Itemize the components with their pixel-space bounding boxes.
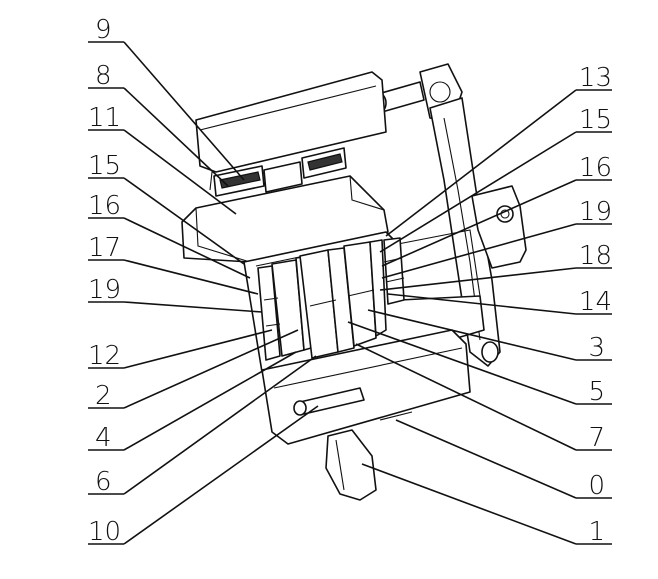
- callout-8: 8: [95, 61, 112, 91]
- callout-16-left: 16: [88, 191, 121, 221]
- clamp-shoes: [213, 147, 347, 197]
- callout-11: 11: [88, 103, 121, 133]
- callout-4: 4: [95, 423, 112, 453]
- callout-5: 5: [588, 377, 605, 407]
- callout-13: 13: [579, 63, 612, 93]
- bottom-wheel: [325, 429, 377, 501]
- central-blocks: [299, 239, 387, 359]
- leader-lines: [88, 41, 612, 545]
- callout-16-right: 16: [579, 153, 612, 183]
- callout-12: 12: [88, 341, 121, 371]
- right-bracket: [471, 185, 527, 269]
- callout-10: 10: [88, 517, 121, 547]
- callout-6: 6: [95, 467, 112, 497]
- callout-1: 1: [588, 517, 605, 547]
- left-plates: [257, 255, 319, 361]
- callout-labels: 9 8 11 15 16 17 19 12 2 4 6 10 13 15 16 …: [88, 15, 612, 547]
- callout-19-left: 19: [88, 275, 121, 305]
- callout-18: 18: [579, 241, 612, 271]
- callout-7: 7: [588, 423, 605, 453]
- lower-right-pin: [481, 341, 499, 363]
- callout-19-right: 19: [579, 197, 612, 227]
- callout-0: 0: [588, 471, 605, 501]
- callout-15-left: 15: [88, 151, 121, 181]
- callout-9: 9: [95, 15, 112, 45]
- assembly-drawing: [181, 63, 527, 501]
- callout-17: 17: [88, 233, 121, 263]
- callout-3: 3: [588, 333, 605, 363]
- upper-housing: [195, 71, 387, 173]
- callout-2: 2: [95, 381, 112, 411]
- callout-15-right: 15: [579, 105, 612, 135]
- callout-14: 14: [579, 287, 612, 317]
